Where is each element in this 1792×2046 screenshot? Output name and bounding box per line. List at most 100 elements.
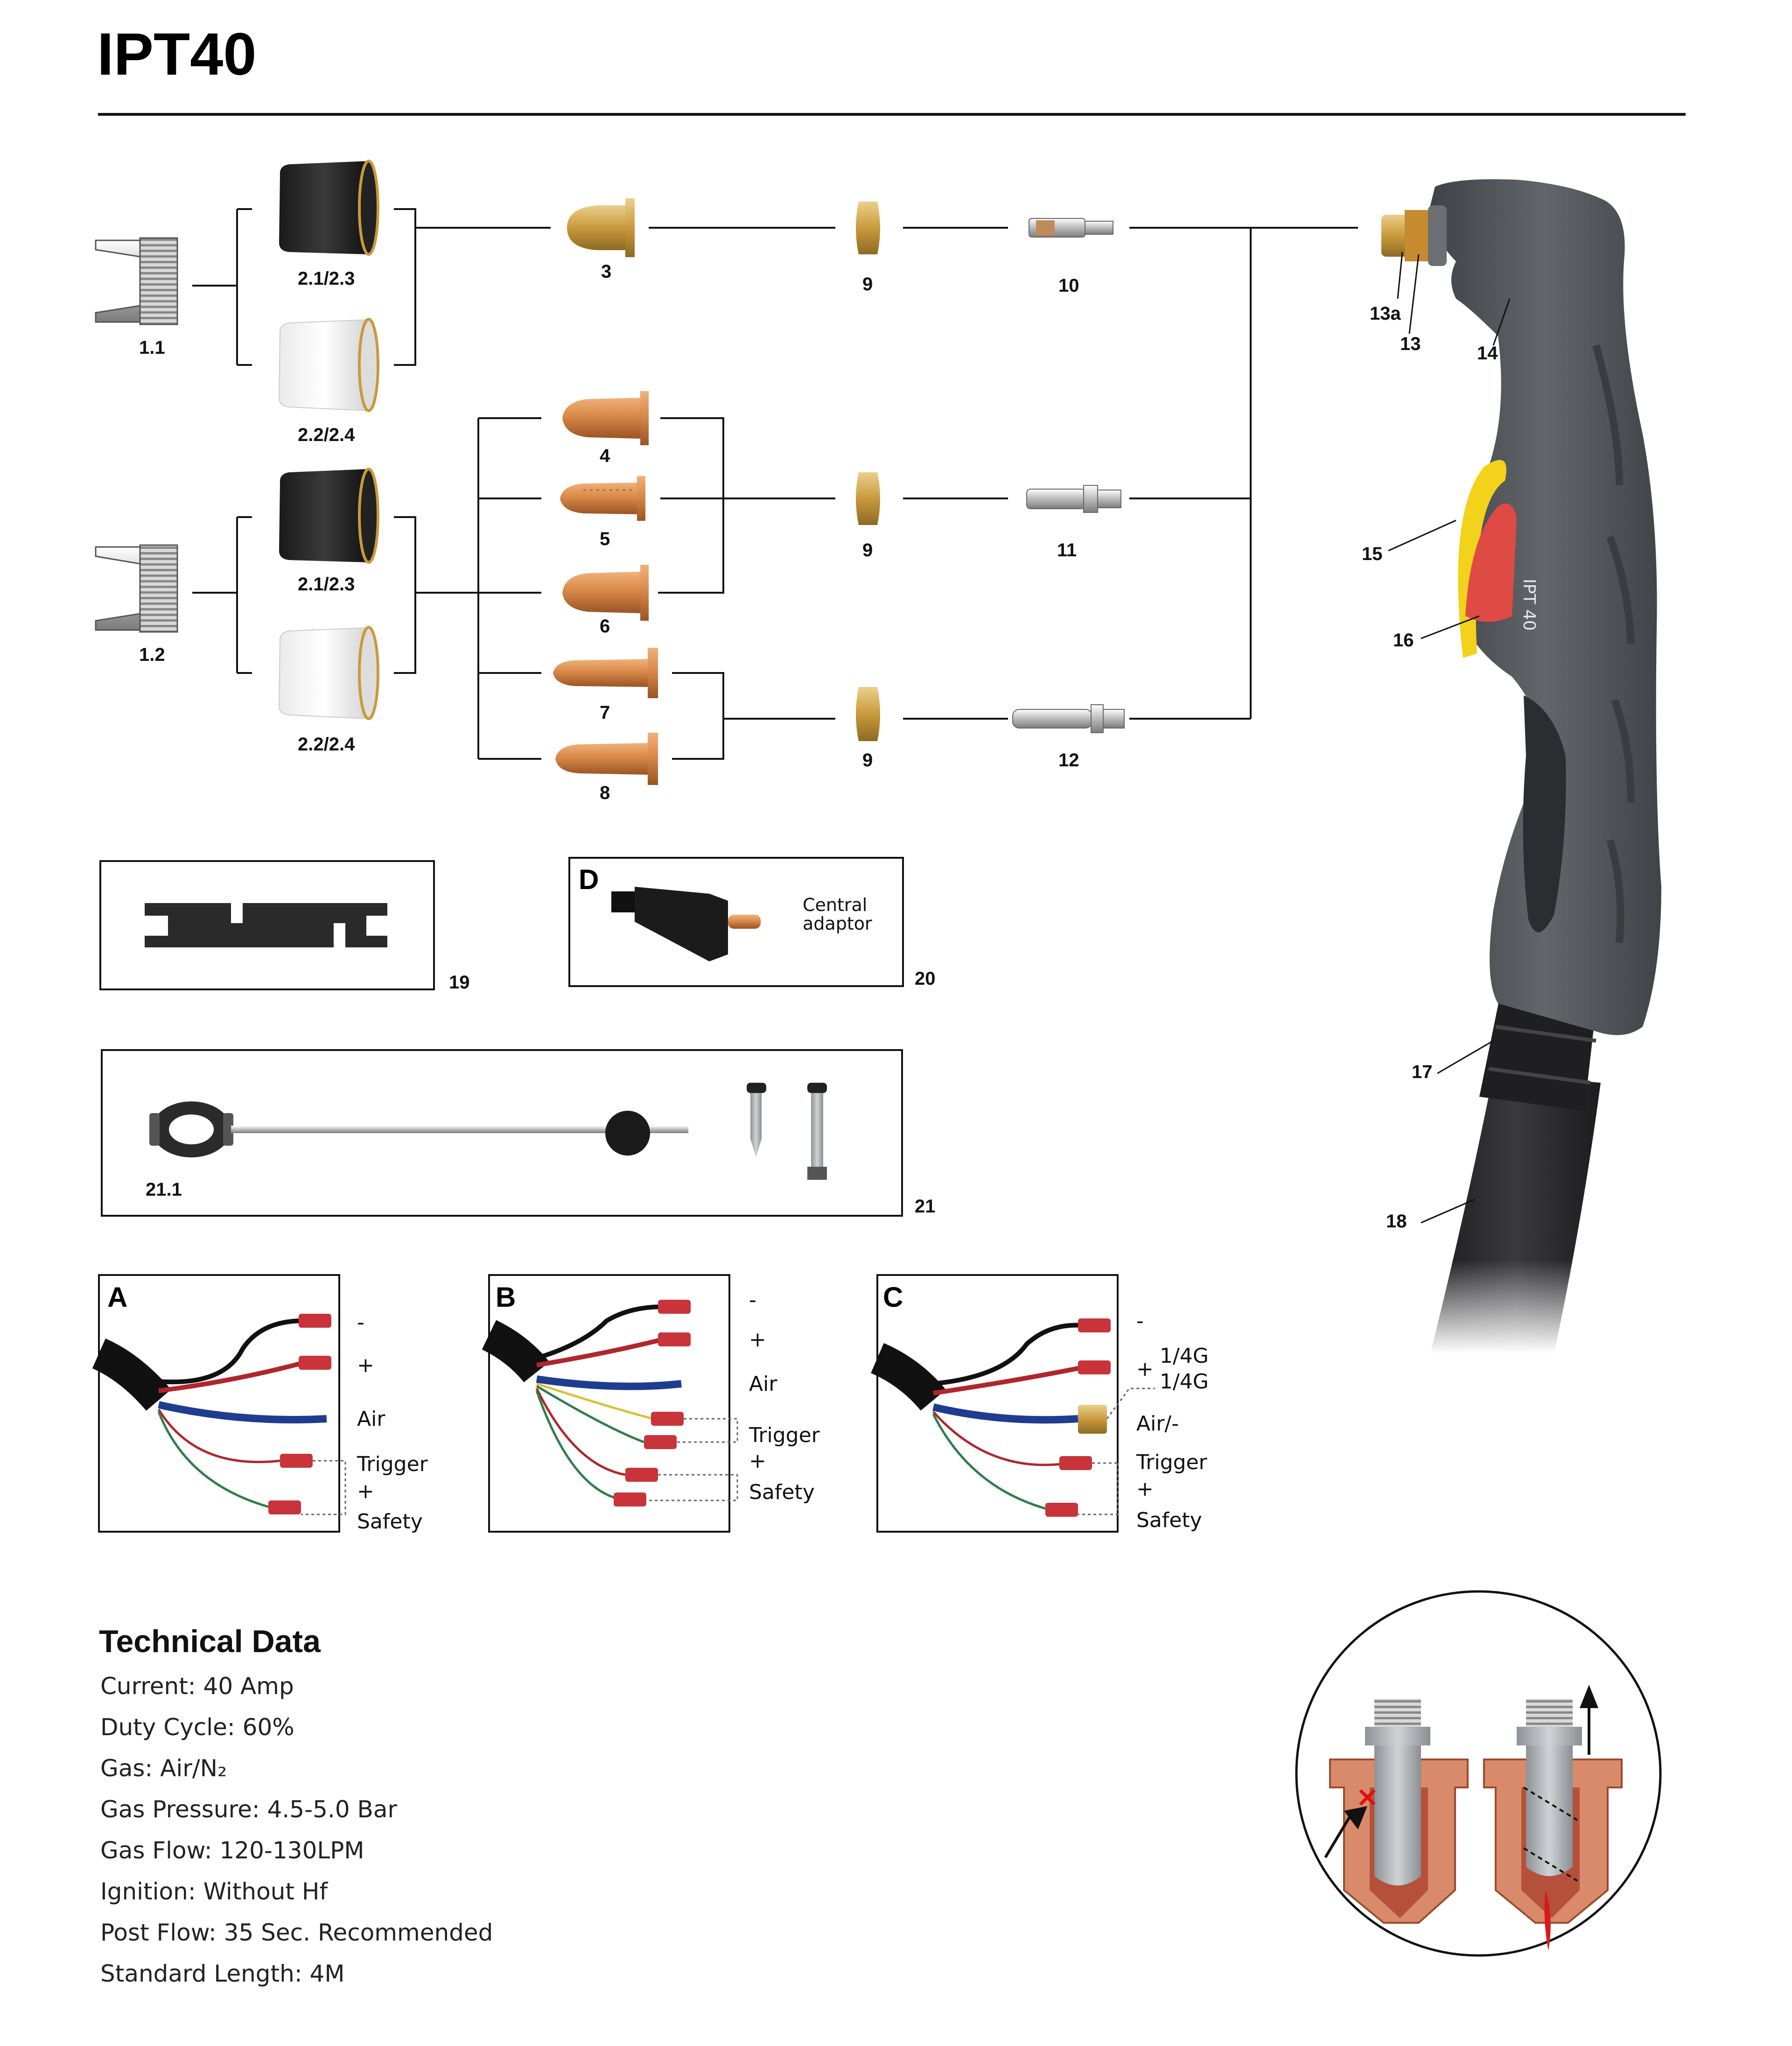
- wiring-b-safety: Safety: [749, 1480, 815, 1504]
- electrode-11: [1026, 485, 1121, 513]
- spanner-tool: [145, 903, 387, 947]
- part-label-10: 10: [1058, 275, 1079, 296]
- nozzle-cutaway-diagram: ×: [1295, 1590, 1662, 1957]
- technical-heading: Technical Data: [99, 1624, 321, 1659]
- part-label-6: 6: [600, 616, 610, 637]
- part-label-13: 13: [1400, 334, 1421, 354]
- wiring-b-letter: B: [496, 1282, 516, 1313]
- part-label-19: 19: [449, 972, 470, 993]
- tip-3: [567, 198, 635, 257]
- page-title: IPT40: [97, 21, 257, 88]
- wiring-b-bracket: [646, 1418, 738, 1501]
- part-label-21-1: 21.1: [146, 1179, 182, 1200]
- part-label-13a: 13a: [1370, 303, 1401, 324]
- part-label-16: 16: [1393, 630, 1414, 651]
- technical-line: Post Flow: 35 Sec. Recommended: [100, 1919, 493, 1946]
- swirl-ring-9-mid: [856, 472, 880, 525]
- guide-pins-image: [747, 1083, 827, 1180]
- part-label-11: 11: [1057, 540, 1077, 561]
- shield-cup-1-2: [95, 544, 178, 633]
- electrode-10: [1029, 218, 1113, 238]
- tip-4: [562, 391, 649, 445]
- part-label-7: 7: [600, 702, 610, 723]
- part-label-2-top-b: 2.2/2.4: [298, 425, 355, 445]
- wiring-c-and: +: [1136, 1477, 1154, 1501]
- connector-lines: [192, 208, 1358, 760]
- shield-cup-1-1: [95, 237, 178, 325]
- wiring-a-bracket: [301, 1460, 346, 1515]
- part-label-21: 21: [915, 1196, 936, 1217]
- wiring-a-safety: Safety: [357, 1510, 423, 1534]
- technical-line: Gas: Air/N₂: [100, 1755, 227, 1782]
- swirl-ring-9-bot: [856, 687, 880, 741]
- wiring-b-and: +: [749, 1449, 766, 1473]
- wiring-a-trigger: Trigger: [357, 1452, 428, 1476]
- retaining-cup-white-bottom: [278, 626, 379, 720]
- tip-6: [562, 565, 649, 621]
- technical-line: Gas Pressure: 4.5-5.0 Bar: [100, 1796, 397, 1823]
- part-label-1-2: 1.2: [139, 645, 165, 665]
- box-20-letter: D: [579, 864, 599, 895]
- wiring-c-gauge-1: 1/4G: [1160, 1344, 1209, 1368]
- wiring-c-air: Air/-: [1136, 1412, 1179, 1436]
- part-label-20: 20: [915, 968, 936, 989]
- part-label-14: 14: [1477, 343, 1498, 364]
- part-label-12: 12: [1058, 750, 1079, 771]
- technical-line: Gas Flow: 120-130LPM: [100, 1837, 364, 1864]
- wiring-a-minus: -: [357, 1310, 364, 1334]
- wiring-b-plus: +: [749, 1328, 766, 1352]
- technical-line: Current: 40 Amp: [100, 1673, 294, 1700]
- central-adaptor-image: [611, 887, 761, 961]
- tip-7: [553, 648, 658, 698]
- wiring-box-a: [98, 1274, 340, 1533]
- wiring-c-bracket: [1078, 1387, 1155, 1515]
- technical-line: Standard Length: 4M: [100, 1960, 345, 1987]
- tip-5: [560, 476, 645, 521]
- wiring-a-and: +: [357, 1479, 374, 1503]
- part-label-9-c: 9: [862, 750, 873, 771]
- technical-line: Ignition: Without Hf: [100, 1878, 328, 1905]
- wiring-c-gauge-2: 1/4G: [1160, 1370, 1209, 1394]
- torch-strain-relief: [1479, 994, 1596, 1111]
- part-label-9-b: 9: [862, 540, 873, 561]
- retaining-cup-black-top: [279, 160, 379, 256]
- retaining-cup-black-bottom: [279, 468, 379, 564]
- wiring-box-b: [488, 1274, 730, 1533]
- part-label-8: 8: [600, 783, 610, 803]
- retaining-cup-white-top: [278, 318, 379, 412]
- part-label-17: 17: [1412, 1062, 1433, 1082]
- part-label-18: 18: [1386, 1211, 1407, 1232]
- wiring-box-c: [876, 1274, 1119, 1533]
- wiring-a-plus: +: [357, 1353, 374, 1377]
- adaptor-label-line2: adaptor: [803, 913, 872, 934]
- technical-line: Duty Cycle: 60%: [100, 1714, 294, 1741]
- wiring-b-cable: [482, 1300, 691, 1506]
- tip-8: [555, 733, 658, 785]
- wiring-a-cable: [92, 1314, 331, 1514]
- part-label-15: 15: [1362, 544, 1383, 564]
- wiring-c-plus: +: [1136, 1357, 1154, 1381]
- part-label-5: 5: [600, 529, 610, 549]
- torch-hose: [1423, 1073, 1601, 1353]
- torch-leader-lines: [1388, 252, 1511, 1224]
- wiring-c-minus: -: [1136, 1309, 1144, 1333]
- circle-guide-image: [149, 1101, 688, 1157]
- torch-trigger: [1465, 503, 1517, 622]
- torch-marking: IPT 40: [1519, 579, 1539, 631]
- wiring-c-trigger: Trigger: [1136, 1450, 1208, 1474]
- wiring-a-air: Air: [357, 1407, 385, 1431]
- torch-handle: [1428, 179, 1661, 1035]
- wiring-a-letter: A: [107, 1282, 127, 1313]
- wiring-b-air: Air: [749, 1372, 777, 1396]
- part-label-2-top-a: 2.1/2.3: [298, 268, 355, 289]
- part-label-2-bot-a: 2.1/2.3: [298, 574, 355, 595]
- wiring-c-cable: [870, 1318, 1111, 1517]
- part-label-2-bot-b: 2.2/2.4: [298, 734, 355, 755]
- adaptor-label-line1: Central: [803, 895, 867, 915]
- torch-head-fitting: [1381, 205, 1447, 266]
- part-label-3: 3: [601, 261, 611, 282]
- electrode-12: [1012, 704, 1125, 733]
- part-label-4: 4: [600, 446, 610, 466]
- part-label-1-1: 1.1: [139, 337, 165, 358]
